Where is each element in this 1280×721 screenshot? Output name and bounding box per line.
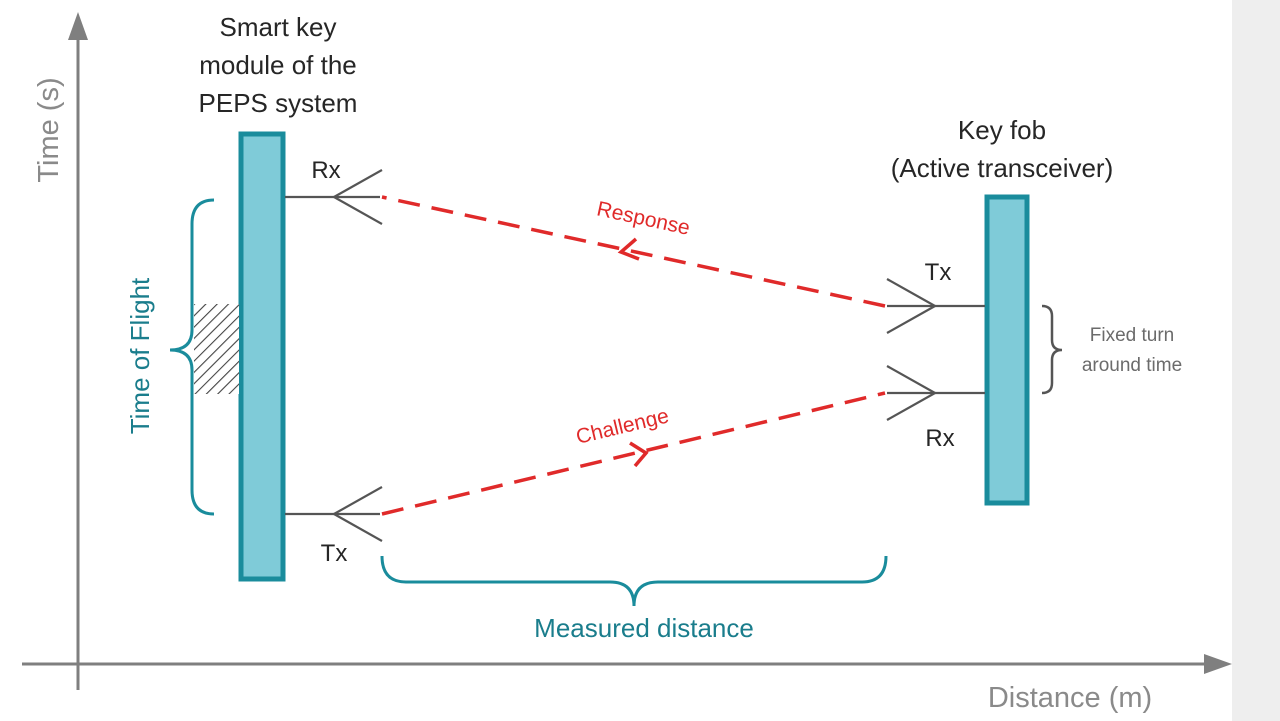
turnaround-label-line-2: around time	[1082, 355, 1182, 376]
x-axis-label: Distance (m)	[988, 682, 1152, 714]
smart-key-tx-label: Tx	[321, 540, 348, 567]
challenge-label: Challenge	[574, 404, 671, 448]
challenge-arrow-icon	[629, 441, 649, 468]
key-fob-title-line-2: (Active transceiver)	[891, 153, 1114, 183]
time-of-flight-brace	[169, 198, 215, 516]
response-arrow-icon	[617, 237, 640, 261]
challenge-signal-line	[381, 391, 886, 516]
smart-key-module-bar	[238, 131, 286, 582]
key-fob-tx-antenna-icon	[886, 278, 985, 334]
key-fob-rx-label: Rx	[925, 425, 954, 452]
y-axis-arrowhead	[68, 12, 88, 40]
smart-key-title-line-3: PEPS system	[199, 88, 358, 118]
smart-key-title-line-2: module of the	[199, 50, 357, 80]
measured-distance-brace	[380, 555, 888, 607]
x-axis-arrowhead	[1204, 654, 1232, 674]
key-fob-title-line-1: Key fob	[958, 115, 1046, 145]
key-fob-rx-antenna-icon	[886, 365, 985, 421]
time-of-flight-hatch	[194, 304, 239, 394]
key-fob-bar	[984, 194, 1030, 506]
response-signal-line	[381, 195, 886, 308]
measured-distance-label: Measured distance	[534, 613, 754, 643]
right-margin-strip	[1232, 0, 1280, 721]
smart-key-rx-label: Rx	[311, 157, 340, 184]
smart-key-rx-antenna-icon	[285, 169, 383, 225]
key-fob-tx-label: Tx	[925, 259, 952, 286]
turnaround-brace	[1041, 304, 1063, 395]
turnaround-label-line-1: Fixed turn	[1090, 325, 1174, 346]
time-of-flight-label: Time of Flight	[125, 277, 155, 434]
y-axis-label: Time (s)	[33, 77, 65, 182]
smart-key-tx-antenna-icon	[285, 486, 383, 542]
smart-key-title-line-1: Smart key	[219, 12, 336, 42]
response-label: Response	[595, 197, 692, 239]
